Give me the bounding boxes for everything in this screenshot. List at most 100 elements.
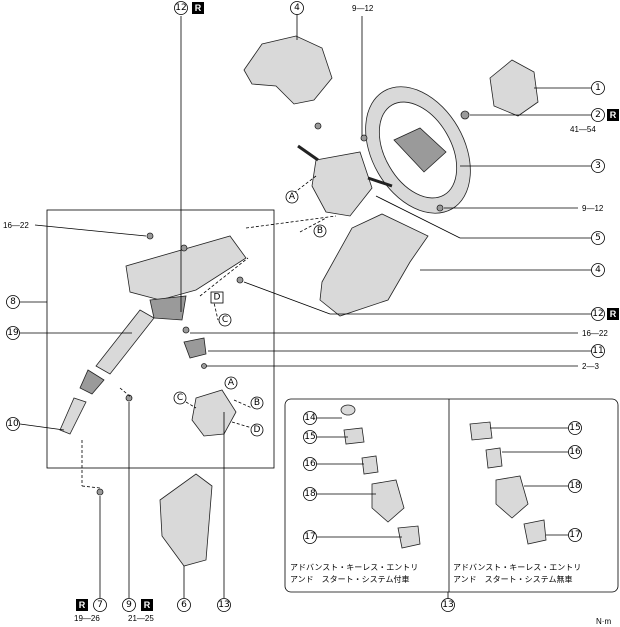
svg-text:16: 16	[569, 447, 581, 457]
callout-15-left: 15	[303, 430, 317, 444]
callout-13-inset: 13	[441, 598, 455, 612]
svg-text:D: D	[254, 425, 261, 435]
airbag-module	[489, 59, 539, 117]
callout-11: 11	[591, 344, 605, 358]
ref-d-lower: D	[250, 423, 264, 437]
callout-6: 6	[177, 598, 191, 612]
svg-text:2: 2	[595, 110, 601, 120]
callout-1: 1	[591, 81, 605, 95]
callout-4-lower: 4	[591, 263, 605, 277]
r-mark-9: R	[141, 599, 153, 611]
svg-text:19: 19	[7, 328, 19, 338]
svg-text:B: B	[254, 398, 260, 408]
svg-text:R: R	[610, 110, 617, 120]
callout-8: 8	[6, 295, 20, 309]
column-assembly-frame	[46, 209, 275, 469]
torque-label: 21—25	[128, 614, 154, 623]
ref-c-lower: C	[173, 391, 187, 405]
svg-text:6: 6	[181, 600, 187, 610]
svg-text:12: 12	[592, 309, 603, 319]
svg-text:17: 17	[304, 532, 315, 542]
callout-16-right: 16	[568, 445, 582, 459]
ref-a-lower: A	[224, 376, 238, 390]
svg-text:R: R	[610, 309, 617, 319]
svg-text:4: 4	[595, 265, 601, 275]
r-mark-2: R	[607, 109, 619, 121]
bracket	[183, 337, 207, 359]
callout-17-left: 17	[303, 530, 317, 544]
inset-caption-without-keyless-2: アンド スタート・システム無車	[453, 574, 572, 584]
callout-12-top: 12	[174, 1, 188, 15]
svg-text:18: 18	[304, 489, 316, 499]
svg-text:R: R	[144, 600, 151, 610]
dashed-guides	[81, 175, 337, 489]
ref-d-upper: D	[210, 291, 224, 304]
torque-label: 9—12	[352, 4, 374, 13]
svg-text:3: 3	[595, 161, 601, 171]
torque-label: 41—54	[570, 125, 596, 134]
ref-c-upper: C	[218, 313, 232, 327]
upper-column-cover	[243, 35, 333, 105]
torque-label: 2—3	[582, 362, 599, 371]
svg-text:D: D	[214, 293, 221, 303]
r-mark-12: R	[607, 308, 619, 320]
svg-text:8: 8	[10, 297, 16, 307]
ref-b-lower: B	[250, 396, 264, 410]
callout-3: 3	[591, 159, 605, 173]
torque-label: 16—22	[582, 329, 608, 338]
callout-14: 14	[303, 411, 317, 425]
callout-4-upper: 4	[290, 1, 304, 15]
svg-text:A: A	[289, 192, 296, 202]
steering-column-body	[125, 235, 247, 321]
svg-text:7: 7	[97, 600, 103, 610]
inset-caption-without-keyless-1: アドバンスト・キーレス・エントリ	[453, 563, 581, 572]
callout-10: 10	[6, 417, 20, 431]
callout-16-left: 16	[303, 457, 317, 471]
torque-label: 19—26	[74, 614, 100, 623]
svg-text:13: 13	[442, 600, 453, 610]
svg-text:12: 12	[175, 3, 186, 13]
steering-lock	[191, 389, 237, 437]
callout-18-right: 18	[568, 479, 582, 493]
combination-switch	[297, 144, 393, 217]
svg-text:B: B	[317, 226, 323, 236]
column-lower-panel	[159, 473, 213, 567]
bolts	[96, 110, 470, 496]
callout-18-left: 18	[303, 487, 317, 501]
svg-text:13: 13	[218, 600, 229, 610]
svg-text:11: 11	[592, 346, 603, 356]
callout-19: 19	[6, 326, 20, 340]
callout-5: 5	[591, 231, 605, 245]
ref-a-upper: A	[285, 190, 299, 204]
svg-text:18: 18	[569, 481, 581, 491]
lock-parts-inset-frame	[284, 398, 619, 593]
callout-17-right: 17	[568, 528, 582, 542]
svg-text:C: C	[177, 393, 183, 403]
callout-9: 9	[122, 598, 136, 612]
callout-13-left: 13	[217, 598, 231, 612]
svg-text:5: 5	[595, 233, 601, 243]
svg-text:1: 1	[595, 83, 601, 93]
svg-text:4: 4	[294, 3, 300, 13]
inset-caption-with-keyless-2: アンド スタート・システム付車	[290, 574, 409, 584]
inset-caption-with-keyless-1: アドバンスト・キーレス・エントリ	[290, 563, 418, 572]
svg-text:R: R	[195, 3, 202, 13]
intermediate-shaft	[59, 309, 155, 435]
svg-text:14: 14	[304, 413, 316, 423]
ref-b-upper: B	[313, 224, 327, 238]
svg-text:R: R	[79, 600, 86, 610]
callout-12-right: 12	[591, 307, 605, 321]
unit-label: N·m	[596, 617, 611, 626]
steering-wheel	[365, 86, 471, 214]
callout-7: 7	[93, 598, 107, 612]
svg-text:16: 16	[304, 459, 316, 469]
svg-text:9: 9	[126, 600, 132, 610]
lower-column-cover	[319, 213, 429, 317]
svg-text:17: 17	[569, 530, 580, 540]
svg-text:15: 15	[569, 423, 580, 433]
r-mark-7: R	[76, 599, 88, 611]
svg-text:C: C	[222, 315, 228, 325]
svg-text:15: 15	[304, 432, 315, 442]
